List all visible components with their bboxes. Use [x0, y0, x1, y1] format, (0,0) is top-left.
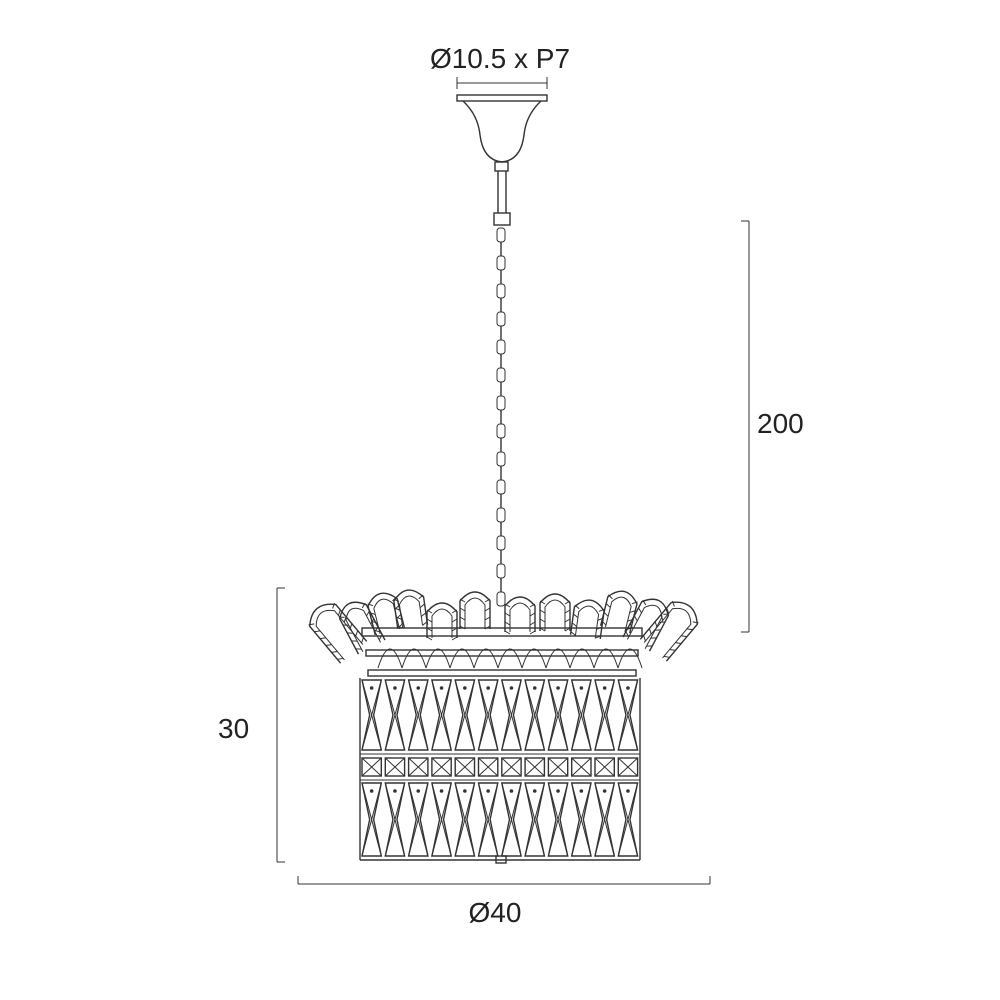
body-height-dimension: 30 — [218, 587, 285, 863]
drop-height-label: 200 — [757, 408, 804, 439]
canopy-dimension-label: Ø10.5 x P7 — [430, 43, 570, 74]
crystal-crown — [308, 589, 699, 669]
diameter-label: Ø40 — [469, 897, 522, 928]
crown-rim — [361, 627, 643, 677]
ceiling-canopy — [456, 94, 548, 163]
suspension-chain — [496, 227, 506, 607]
body-height-label: 30 — [218, 713, 249, 744]
diameter-dimension: Ø40 — [297, 876, 711, 928]
crystal-body — [359, 678, 641, 861]
suspension-rod — [493, 161, 511, 226]
canopy-dimension: Ø10.5 x P7 — [430, 43, 570, 89]
bottom-finial — [495, 855, 507, 864]
drop-height-dimension: 200 — [741, 220, 804, 633]
